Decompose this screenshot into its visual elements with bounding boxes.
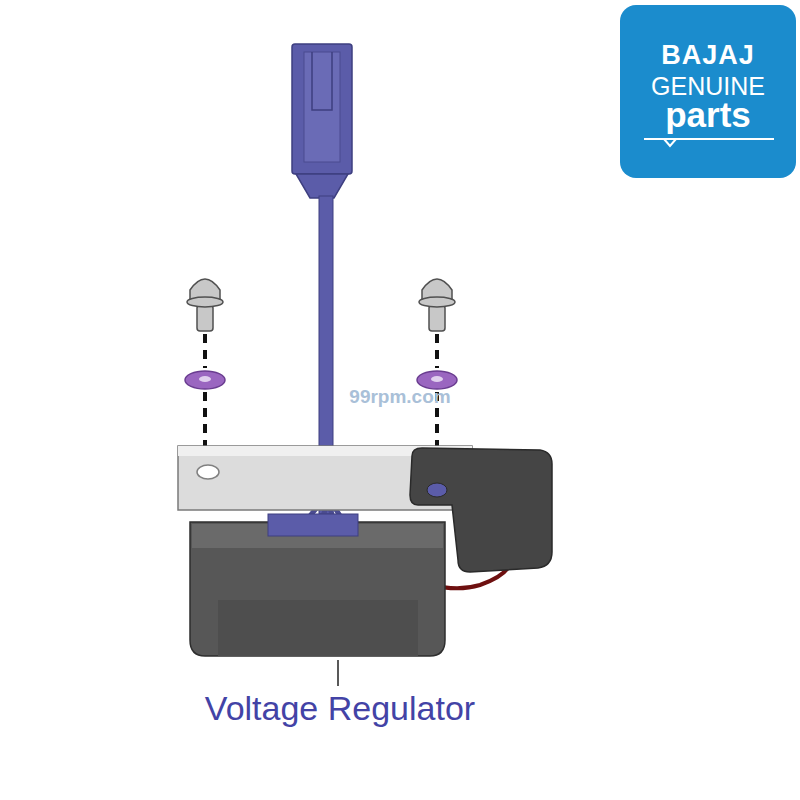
- logo-badge: BAJAJGENUINEparts: [620, 5, 796, 178]
- part-name: Voltage Regulator: [140, 688, 540, 729]
- logo-text: parts: [620, 96, 796, 135]
- logo-underline: [644, 137, 774, 149]
- logo-text: BAJAJ: [620, 41, 796, 71]
- watermark: 99rpm.com: [300, 386, 500, 409]
